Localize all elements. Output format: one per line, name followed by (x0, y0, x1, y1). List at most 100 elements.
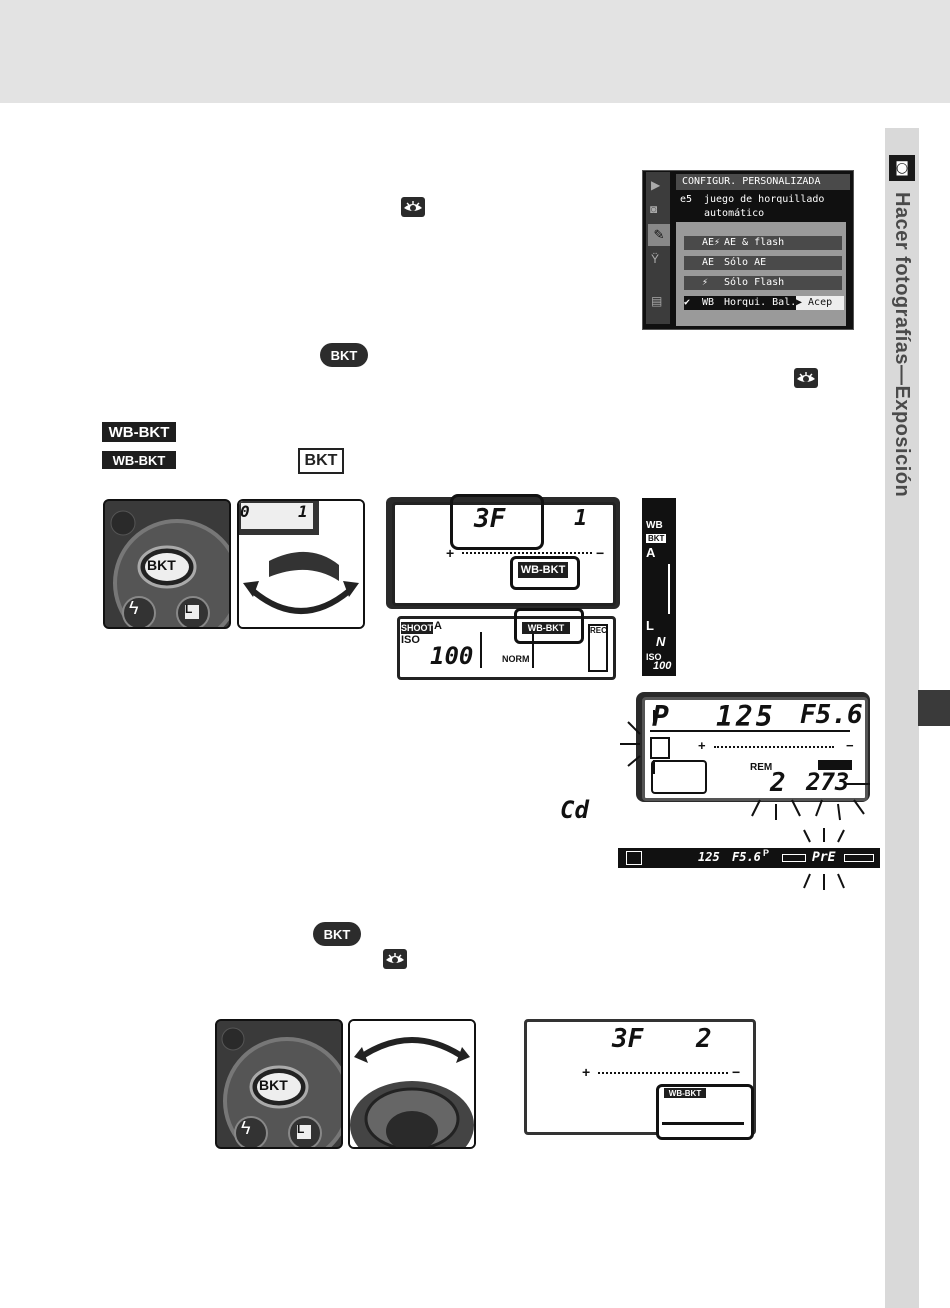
rec-indicator: REC (588, 624, 608, 672)
eye-reference-icon (794, 368, 818, 388)
menu-item-name-2: automático (704, 208, 765, 219)
top-lcd-wbbkt-text: WB-BKT (520, 564, 566, 576)
menu-option-code: ⚡ (702, 277, 709, 288)
wb-bkt-indicator-label: WB-BKT (102, 451, 176, 469)
wb-bkt-label-text: WB-BKT (108, 423, 170, 441)
blink-rays-icon (620, 710, 870, 821)
viewfinder-side-strip (642, 498, 676, 676)
bkt-boxed-label-text: BKT (304, 452, 338, 469)
metering-icon (626, 851, 642, 865)
exposure-underline (650, 730, 850, 732)
menu-option-label: Horqui. Bal. B (724, 297, 809, 308)
menu-item-name: juego de horquillado (704, 194, 825, 205)
shutter-speed: 125 (716, 700, 776, 733)
exposure-plus: + (698, 738, 706, 753)
bkt-button-label: BKT (330, 347, 358, 363)
bottom-wbbkt-text: WB-BKT (668, 1088, 702, 1098)
wb-bkt-label-text: WB-BKT (112, 452, 166, 468)
vf-bkt: BKT (646, 534, 667, 543)
bkt-button-photo-2 (215, 1019, 343, 1149)
eye-reference-icon (383, 949, 407, 969)
side-tab-title: Hacer fotografías—Exposición (878, 192, 926, 522)
bkt-photo-label-2: BKT (259, 1077, 288, 1093)
control-lcd-screen (397, 616, 616, 680)
control-wbbkt-highlight (514, 608, 584, 644)
memory-card-icon (650, 737, 670, 759)
quality-value: NORM (502, 654, 530, 664)
frames-highlight (450, 494, 544, 550)
menu-confirm-button[interactable]: ▶ Acep (796, 296, 844, 310)
flash-icon: ϟ (241, 1118, 251, 1138)
scale-plus: + (446, 545, 455, 561)
blink-rays-icon (803, 828, 845, 890)
exposure-lcd-screen (642, 697, 868, 801)
bkt-boxed-label: BKT (298, 448, 344, 474)
menu-icon-column: ▶ ◙ ✎ Ÿ ▤ (646, 172, 670, 324)
bracket-increment: 1 (574, 506, 588, 531)
control-wbbkt-text: WB-BKT (527, 623, 565, 633)
menu-title: CONFIGUR. PERSONALIZADA (676, 174, 850, 190)
command-dial-photo (237, 499, 365, 629)
menu-option-code: AE⚡ (702, 237, 721, 248)
counter-right: 1 (298, 502, 308, 521)
shoot-text: SHOOT (401, 623, 434, 633)
check-icon: ✔ (684, 297, 691, 308)
bracket-frames: 3F (474, 504, 506, 534)
bottom-minus: − (732, 1064, 741, 1080)
bottom-underline (662, 1122, 744, 1125)
cd-glyph: Cd (560, 796, 589, 824)
vf-shutter: 125 (698, 850, 720, 864)
rem-label: REM (750, 762, 773, 773)
header-band (0, 0, 950, 103)
shoot-mode: A (434, 620, 442, 632)
side-tab-strip (885, 128, 919, 1308)
bottom-lcd-wbbkt: WB-BKT (664, 1088, 706, 1098)
bottom-frames: 3F (612, 1024, 644, 1054)
viewfinder-bottom-bar (618, 848, 880, 868)
battery-icon (818, 760, 852, 770)
recent-menu-icon: ▤ (651, 294, 663, 308)
vf-message: PrE (812, 850, 836, 865)
vf-iso-value: 100 (653, 660, 672, 672)
control-lcd-wbbkt: WB-BKT (522, 622, 570, 634)
l-button-label-2: L (297, 1122, 305, 1136)
vf-mode: P (763, 848, 770, 858)
flash-icon: ϟ (129, 598, 139, 618)
top-lcd-wbbkt: WB-BKT (518, 562, 568, 578)
wb-bkt-indicator-label: WB-BKT (102, 422, 176, 442)
menu-option-code: WB (702, 297, 715, 308)
exposure-mode: P (652, 700, 669, 733)
menu-option-label: Sólo Flash (724, 277, 785, 288)
vf-bar-left (782, 854, 806, 862)
exposure-lcd-scale (714, 746, 834, 750)
menu-option-row[interactable]: AE⚡AE & flash (684, 236, 842, 250)
quality-box (480, 632, 534, 668)
vf-bar (668, 564, 670, 614)
iso-value: 100 (430, 642, 474, 670)
vf-aperture: F5.6 (732, 850, 761, 864)
top-lcd-screen (392, 502, 616, 606)
wbbkt-highlight (510, 556, 580, 590)
bkt-button-icon: BKT (320, 343, 368, 367)
bkt-button-photo (103, 499, 231, 629)
bkt-button-icon: BKT (313, 922, 361, 946)
setup-menu-icon: Ÿ (651, 252, 660, 266)
exposure-scale (462, 552, 592, 556)
eye-reference-icon (401, 197, 425, 217)
vf-a: A (646, 545, 656, 560)
count-right: 273 (806, 768, 850, 796)
vf-iso: ISO (646, 652, 662, 662)
vf-l: L (646, 618, 654, 633)
vf-n: N (656, 634, 666, 649)
bkt-button-label: BKT (323, 926, 351, 942)
menu-option-code: AE (702, 257, 715, 268)
bottom-scale (598, 1072, 728, 1076)
pencil-menu-icon: ✎ (648, 224, 670, 246)
scale-minus: − (596, 545, 605, 561)
shoot-label: SHOOT (401, 622, 433, 634)
bottom-increment: 2 (696, 1024, 712, 1054)
sub-command-dial-photo (348, 1019, 476, 1149)
bottom-plus: + (582, 1064, 591, 1080)
menu-option-row[interactable]: ⚡ Sólo Flash (684, 276, 842, 290)
